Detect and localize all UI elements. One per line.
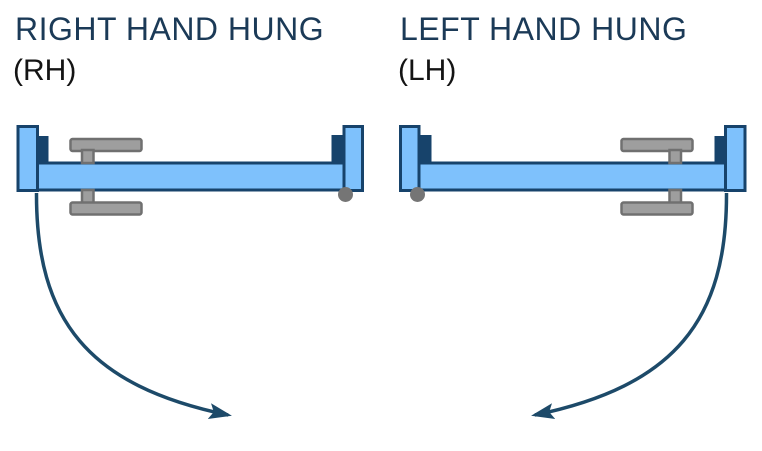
rh-door-abbreviation: (RH) [13,54,77,87]
rh-handle-stem-top-icon [80,148,95,165]
lh-door-stop-left [419,135,432,163]
rh-door-stop-left [37,136,49,164]
rh-frame-jamb-right [342,125,364,192]
lh-swing-arc-arrow [531,192,729,419]
lh-door-abbreviation: (LH) [398,54,457,87]
rh-swing-arc-arrow [34,192,232,419]
rh-frame-jamb-left [16,125,39,192]
rh-handle-lever-bottom-icon [69,201,143,216]
lh-door-plan-view [399,125,747,419]
lh-frame-jamb-left [399,125,421,192]
rh-door-panel [36,161,346,192]
lh-handle-stem-bottom-icon [668,188,683,205]
rh-hinge-pivot-dot [338,187,353,202]
rh-handle-stem-bottom-icon [80,188,95,205]
lh-handle-stem-top-icon [668,148,683,165]
lh-hinge-pivot-dot [410,187,425,202]
rh-handle-lever-top-icon [69,137,143,153]
lh-door-panel [417,161,727,192]
lh-handle-lever-top-icon [620,137,694,153]
lh-door-stop-right [714,136,726,164]
rh-door-title: RIGHT HAND HUNG [15,11,325,47]
lh-handle-lever-bottom-icon [620,201,694,216]
rh-door-plan-view [16,125,364,419]
rh-door-stop-right [331,135,344,163]
lh-door-title: LEFT HAND HUNG [400,11,688,47]
lh-frame-jamb-right [724,125,747,192]
